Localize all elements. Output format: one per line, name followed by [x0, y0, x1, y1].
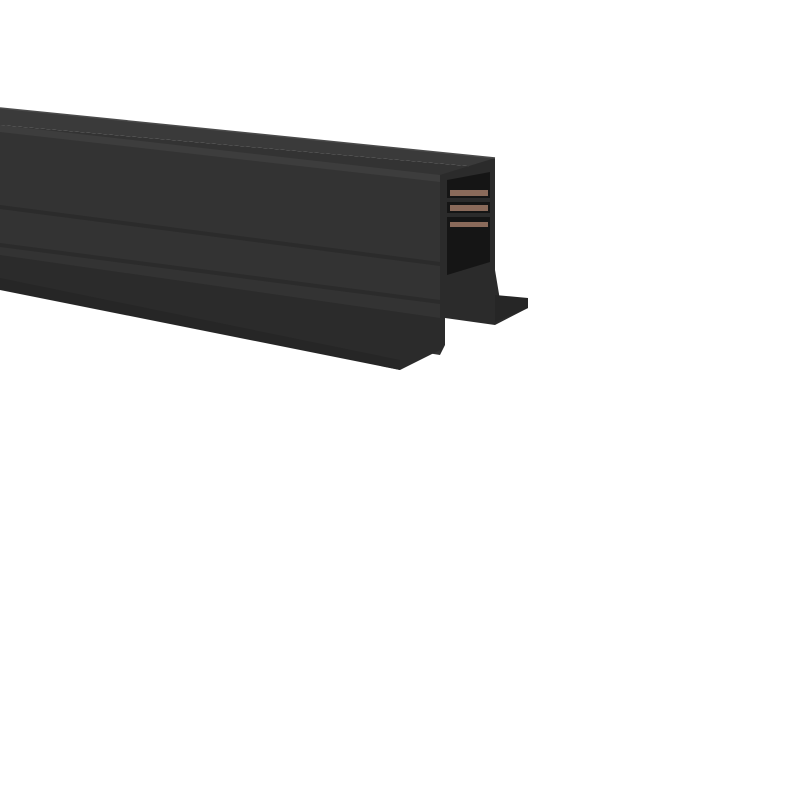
rail-flange-underside	[0, 278, 400, 370]
rail-upper-band	[0, 125, 440, 182]
rail-lower-groove	[0, 243, 440, 304]
rail-contact-top	[450, 190, 488, 196]
rail-mid-groove	[0, 205, 440, 266]
rail-bottom-flange	[0, 255, 440, 370]
rail-top-edge	[0, 107, 496, 159]
rail-contact-middle	[450, 205, 488, 211]
rail-top-face	[0, 108, 495, 168]
rail-channel-separator-2	[447, 213, 490, 217]
rail-channel-separator-1	[447, 198, 490, 202]
rail-right-flange	[495, 295, 528, 322]
rail-contact-bottom	[450, 222, 488, 227]
